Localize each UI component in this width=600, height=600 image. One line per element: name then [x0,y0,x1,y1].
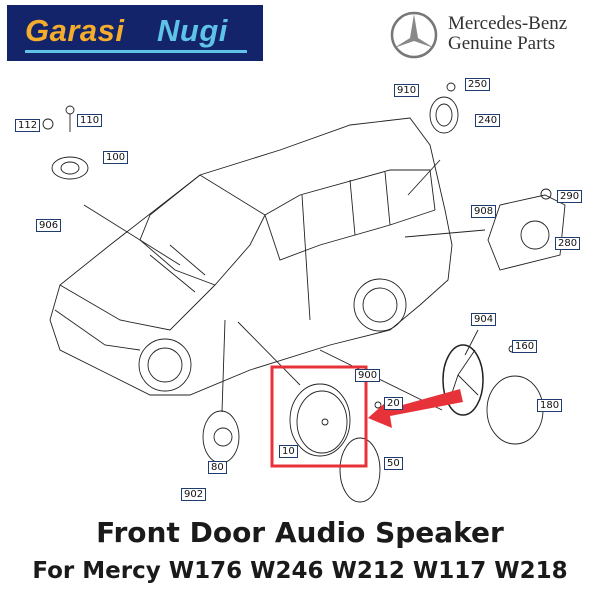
product-subtitle: For Mercy W176 W246 W212 W117 W218 [32,558,568,584]
part-label-900: 900 [355,369,381,382]
logo-text-nugi: Nugi [157,13,228,48]
part-label-100: 100 [103,151,129,164]
part-label-50: 50 [384,457,403,470]
logo-underline [25,50,247,53]
part-label-112: 112 [15,119,41,132]
maker-line1: Mercedes-Benz [448,13,568,34]
part-label-240: 240 [475,114,501,127]
garasinugi-logo: Garasi Nugi [7,5,263,61]
part-label-280: 280 [555,237,581,250]
logo-text-garasi: Garasi [25,13,125,48]
part-label-902: 902 [181,488,207,501]
part-label-906: 906 [36,219,62,232]
part-label-20: 20 [384,397,403,410]
part-label-910: 910 [394,84,420,97]
part-label-290: 290 [557,190,583,203]
part-label-180: 180 [537,399,563,412]
part-label-80: 80 [208,461,227,474]
product-title: Front Door Audio Speaker [96,516,504,549]
part-label-160: 160 [512,340,538,353]
part-label-908: 908 [471,205,497,218]
highlight-box [270,365,368,468]
part-label-250: 250 [465,78,491,91]
red-arrow [368,389,463,428]
speakers [42,82,566,503]
maker-line2: Genuine Parts [448,33,556,54]
leader-lines [83,159,486,413]
car-outline [49,117,453,396]
part-label-10: 10 [279,445,298,458]
mercedes-genuine-parts: Mercedes-Benz Genuine Parts [448,14,567,54]
part-label-904: 904 [471,313,497,326]
part-label-110: 110 [77,114,103,127]
